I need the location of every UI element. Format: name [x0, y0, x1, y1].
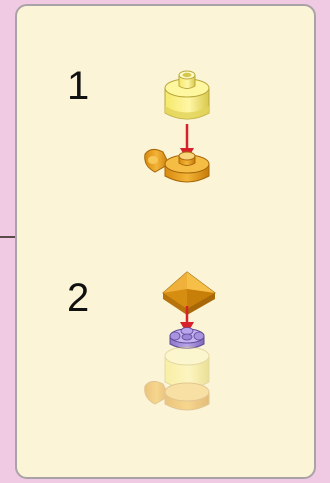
- step-2-faded-previous-assembly: [144, 346, 210, 411]
- step-2-purple-round-plate: [169, 327, 205, 349]
- assembly-diagram: [144, 70, 216, 411]
- step-1-orange-plate-with-clip: [144, 148, 210, 183]
- step-1-yellow-round-brick: [164, 70, 210, 120]
- left-connector-line: [0, 236, 15, 238]
- step-2-number: 2: [67, 276, 90, 320]
- step-1-number: 1: [67, 64, 90, 108]
- instruction-panel: 1 2: [15, 4, 316, 479]
- step-2-orange-pyramid-tile: [162, 271, 216, 315]
